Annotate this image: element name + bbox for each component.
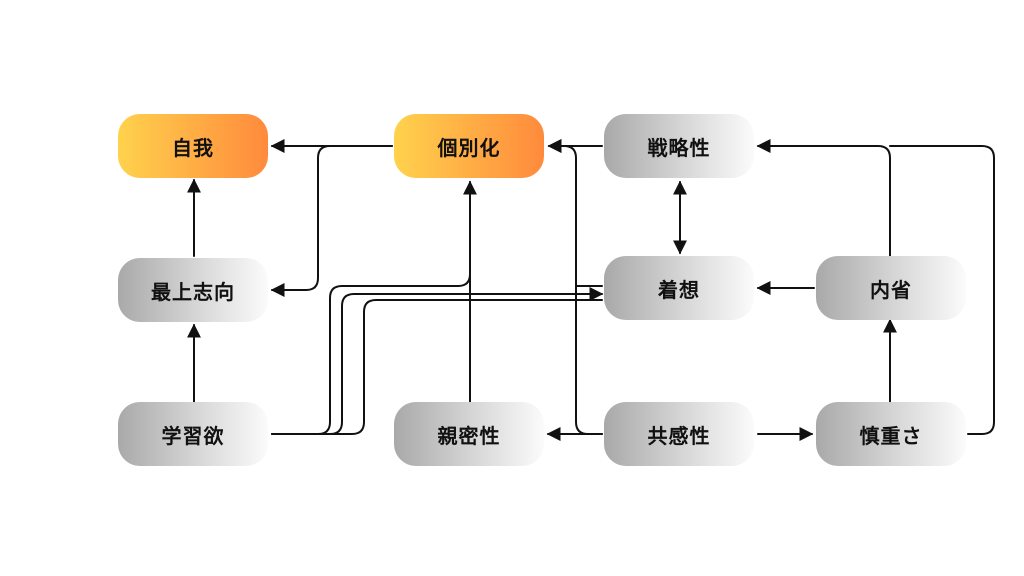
node-deliberative: 慎重さ bbox=[816, 402, 966, 466]
node-maximizer-label: 最上志向 bbox=[151, 279, 235, 304]
node-ego-label: 自我 bbox=[172, 135, 214, 160]
edge-learner-to-individualization bbox=[271, 180, 477, 435]
node-empathy: 共感性 bbox=[604, 402, 754, 466]
edge-deliberative-to-strategic bbox=[889, 145, 995, 435]
edge-intellection-to-strategic bbox=[756, 139, 891, 257]
node-relator-label: 親密性 bbox=[437, 423, 501, 448]
node-learner-label: 学習欲 bbox=[161, 423, 225, 448]
edge-empathy-to-individualization bbox=[547, 139, 603, 435]
node-empathy-label: 共感性 bbox=[647, 423, 711, 448]
node-intellection: 内省 bbox=[816, 256, 966, 320]
node-intellection-label: 内省 bbox=[870, 277, 912, 302]
node-strategic: 戦略性 bbox=[604, 114, 754, 178]
node-individualization-label: 個別化 bbox=[437, 135, 501, 160]
node-learner: 学習欲 bbox=[118, 402, 268, 466]
node-individualization: 個別化 bbox=[394, 114, 544, 178]
node-relator: 親密性 bbox=[394, 402, 544, 466]
edge-individualization-to-maximizer bbox=[270, 145, 393, 297]
node-ego: 自我 bbox=[118, 114, 268, 178]
node-ideation: 着想 bbox=[604, 256, 754, 320]
node-maximizer: 最上志向 bbox=[118, 258, 268, 322]
node-strategic-label: 戦略性 bbox=[647, 135, 711, 160]
node-ideation-label: 着想 bbox=[658, 277, 700, 302]
node-deliberative-label: 慎重さ bbox=[859, 423, 923, 448]
edge-learner-to-ideation-inner bbox=[271, 299, 603, 435]
